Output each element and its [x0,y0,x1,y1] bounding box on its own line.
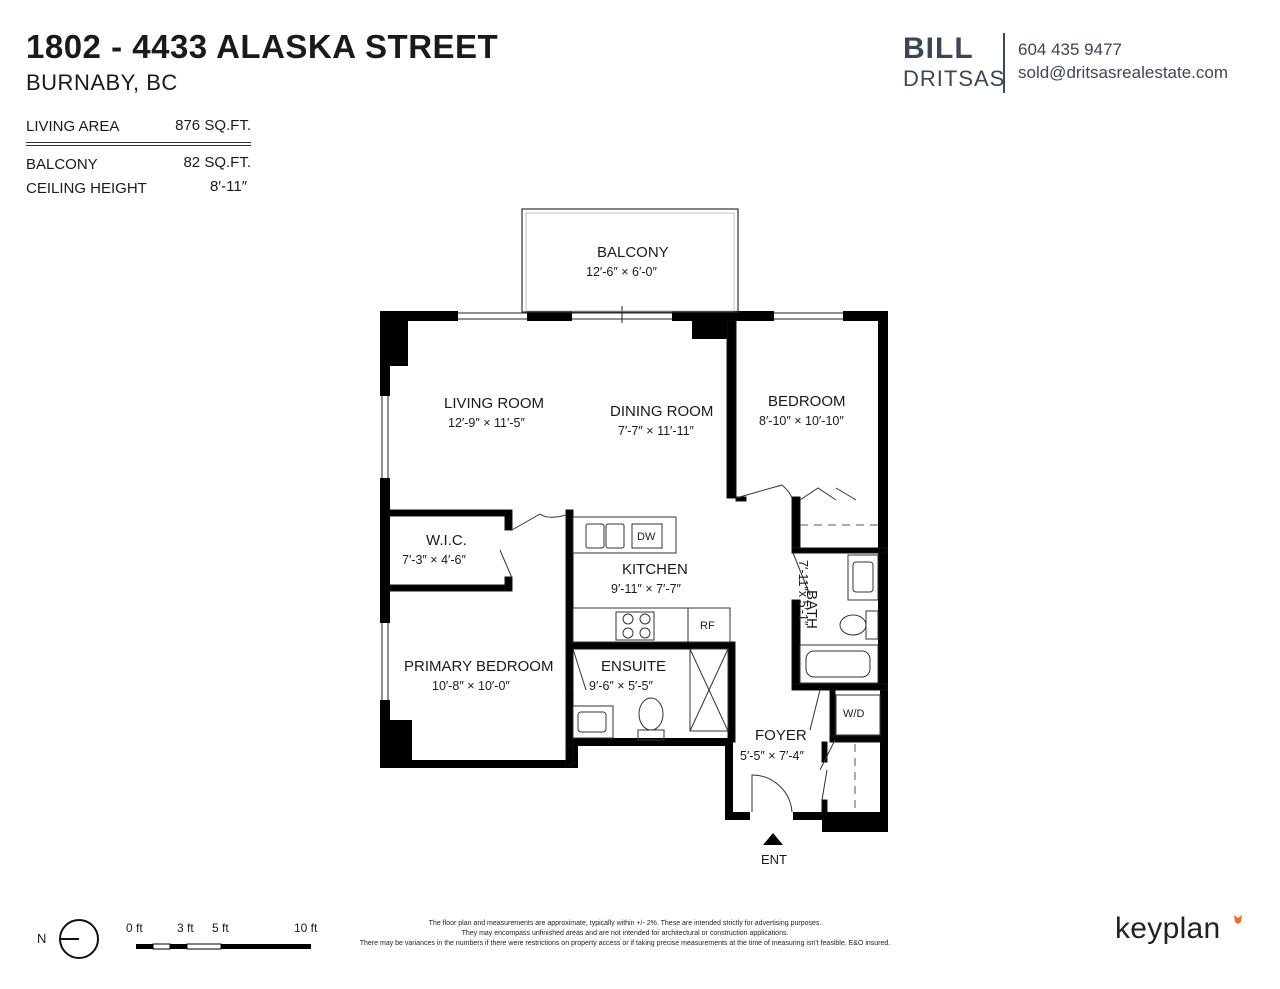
fridge-label: RF [700,620,715,632]
north-label: N [37,931,47,946]
stat-value-ceiling-height: 8′-11″ [209,178,247,195]
room-name-dining-room: DINING ROOM [610,403,714,420]
ensuite-fixtures [572,648,729,741]
listing-subtitle: BURNABY, BC [26,70,178,95]
bath-fixtures [799,554,881,736]
disclaimer-line-3: There may be variances in the numbers if… [359,940,891,947]
room-dims-wic: 7′-3″ × 4′-6″ [402,553,466,567]
entry-label: ENT [761,852,787,867]
scale-tick-3: 3 ft [177,921,194,935]
room-dims-dining-room: 7′-7″ × 11′-11″ [618,424,694,438]
kitchen-counters [572,516,731,643]
room-name-ensuite: ENSUITE [601,658,667,675]
room-name-wic: W.I.C. [426,532,467,549]
agent-divider [1003,33,1005,93]
room-name-balcony: BALCONY [597,244,669,261]
balcony-railing [525,212,735,312]
floor-plan [380,208,888,845]
entry-arrow-icon [763,833,783,845]
room-dims-bedroom: 8′-10″ × 10′-10″ [759,414,844,428]
washer-dryer-label: W/D [843,708,865,720]
agent-phone: 604 435 9477 [1018,40,1122,59]
room-dims-primary-bedroom: 10′-8″ × 10′-0″ [432,679,510,693]
doors [499,484,857,813]
brand-logo: keyplan [1115,912,1221,945]
listing-title: 1802 - 4433 ALASKA STREET [26,28,499,65]
scale-tick-0: 0 ft [126,921,143,935]
room-dims-foyer: 5′-5″ × 7′-4″ [740,749,804,763]
windows [381,306,843,700]
interior-walls [387,320,888,815]
room-name-foyer: FOYER [755,727,807,744]
north-compass-icon [59,919,99,959]
stat-label-living-area: LIVING AREA [26,118,120,135]
room-name-bedroom: BEDROOM [768,393,846,410]
disclaimer-line-2: They may encompass unfinished areas and … [461,930,789,937]
room-dims-living-room: 12′-9″ × 11′-5″ [448,416,525,430]
room-name-primary-bedroom: PRIMARY BEDROOM [404,658,554,675]
balcony-outline [521,208,739,313]
stats-divider [26,142,251,143]
dishwasher-label: DW [637,531,656,543]
room-name-living-room: LIVING ROOM [444,395,545,412]
scale-tick-10: 10 ft [294,921,318,935]
disclaimer-line-1: The floor plan and measurements are appr… [428,920,822,927]
closet-rods [800,524,880,810]
stat-value-balcony: 82 SQ.FT. [183,154,251,171]
room-dims-bath: 7′-11″x 5′-1″ [796,560,810,626]
scale-bar [136,943,311,950]
stat-label-balcony: BALCONY [26,156,98,173]
room-dims-balcony: 12′-6″ × 6′-0″ [586,265,657,279]
stats-divider [26,145,251,146]
stat-value-living-area: 876 SQ.FT. [175,117,251,134]
exterior-walls [380,311,888,832]
stove-burners [622,613,651,639]
agent-last-name: DRITSAS [903,66,1006,91]
agent-first-name: BILL [903,32,974,65]
agent-email: sold@dritsasrealestate.com [1018,63,1229,82]
stat-label-ceiling-height: CEILING HEIGHT [26,180,147,197]
room-dims-kitchen: 9′-11″ × 7′-7″ [611,582,681,596]
fox-icon [1234,915,1242,924]
room-name-kitchen: KITCHEN [622,561,688,578]
room-dims-ensuite: 9′-6″ × 5′-5″ [589,679,653,693]
scale-tick-5: 5 ft [212,921,229,935]
